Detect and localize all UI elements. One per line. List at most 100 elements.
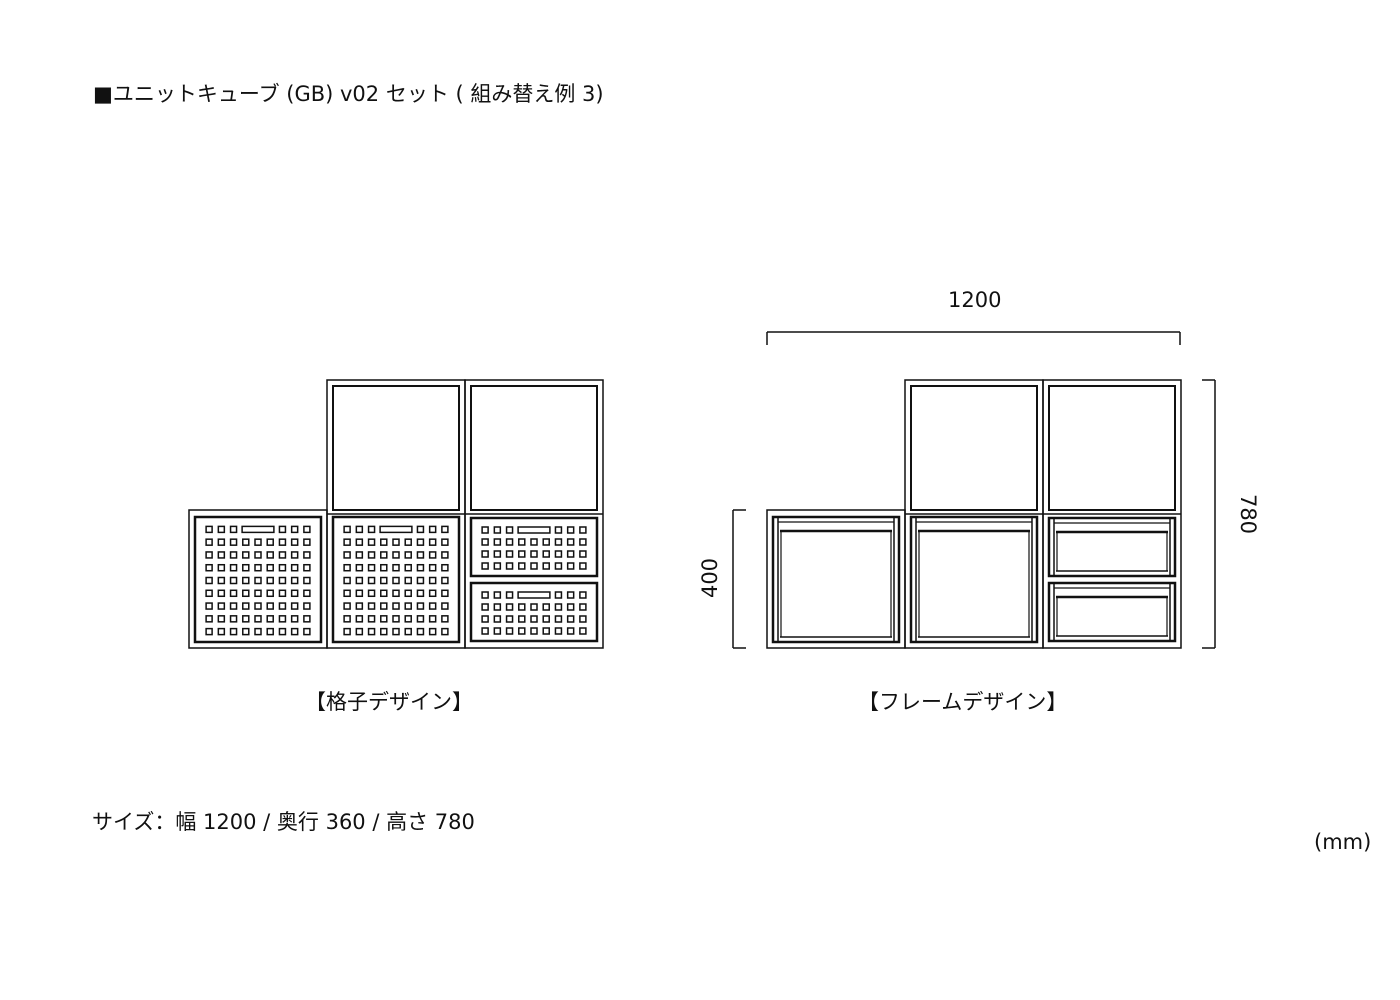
- lattice-hole: [428, 563, 437, 572]
- lattice-hole: [254, 551, 262, 559]
- drawer-handle-slot: [517, 591, 551, 599]
- lattice-hole: [428, 589, 437, 598]
- lattice-hole: [416, 627, 425, 636]
- lattice-hole: [229, 525, 238, 534]
- lattice-hole: [392, 627, 400, 636]
- lattice-hole: [428, 602, 437, 610]
- lattice-hole: [266, 589, 274, 598]
- lattice-hole: [416, 551, 425, 559]
- lattice-hole: [416, 589, 425, 598]
- lattice-hole: [505, 603, 514, 611]
- lattice-hole: [542, 603, 550, 611]
- lattice-hole: [505, 591, 514, 599]
- lattice-hole: [367, 576, 376, 585]
- lattice-hole: [518, 627, 526, 635]
- lattice-hole: [290, 576, 299, 585]
- lattice-hole: [290, 589, 299, 598]
- lattice-hole: [554, 615, 563, 623]
- lattice-hole: [303, 563, 311, 572]
- lattice-hole: [266, 602, 274, 610]
- lattice-hole: [217, 525, 226, 534]
- lattice-hole: [290, 563, 299, 572]
- lattice-hole: [242, 602, 250, 610]
- lattice-hole: [205, 576, 213, 585]
- lattice-hole: [290, 551, 299, 559]
- lattice-hole: [428, 538, 437, 546]
- lattice-hole: [343, 538, 351, 546]
- lattice-drawer-panel: [469, 516, 599, 578]
- lattice-hole: [266, 563, 274, 572]
- lattice-hole: [505, 526, 514, 534]
- lattice-hole: [367, 551, 376, 559]
- lattice-hole: [579, 615, 587, 623]
- lattice-hole: [566, 627, 575, 635]
- lattice-hole: [481, 615, 489, 623]
- lattice-hole: [392, 563, 400, 572]
- lattice-hole: [355, 525, 364, 534]
- caption-frame-design: 【フレームデザイン】: [858, 690, 1068, 714]
- lattice-hole: [566, 603, 575, 611]
- lattice-hole: [205, 615, 213, 623]
- lattice-hole: [428, 551, 437, 559]
- lattice-hole: [493, 627, 502, 635]
- lattice-hole: [505, 562, 514, 570]
- lattice-hole: [441, 576, 449, 585]
- lattice-hole: [303, 525, 311, 534]
- lattice-hole: [428, 576, 437, 585]
- lattice-hole: [242, 563, 250, 572]
- lattice-hole: [404, 589, 412, 598]
- lattice-hole: [579, 562, 587, 570]
- lattice-hole: [290, 627, 299, 636]
- lattice-hole: [229, 589, 238, 598]
- lattice-hole: [505, 627, 514, 635]
- lattice-hole: [217, 576, 226, 585]
- lattice-hole: [242, 615, 250, 623]
- lattice-hole: [554, 562, 563, 570]
- lattice-hole: [290, 538, 299, 546]
- lattice-hole: [355, 576, 364, 585]
- lattice-hole: [554, 627, 563, 635]
- lattice-hole: [380, 563, 388, 572]
- lattice-hole: [278, 538, 287, 546]
- lattice-hole: [441, 615, 449, 623]
- lattice-hole: [392, 576, 400, 585]
- lattice-hole: [355, 563, 364, 572]
- lattice-hole: [205, 627, 213, 636]
- lattice-hole: [217, 602, 226, 610]
- open-cube-opening: [332, 385, 460, 511]
- lattice-hole: [355, 589, 364, 598]
- lattice-hole: [380, 589, 388, 598]
- lattice-hole: [493, 615, 502, 623]
- lattice-hole: [380, 538, 388, 546]
- lattice-hole: [217, 551, 226, 559]
- lattice-hole: [481, 538, 489, 546]
- lattice-hole: [205, 563, 213, 572]
- open-cube-opening: [1048, 385, 1176, 511]
- dimension-total-height-label: 780: [1236, 493, 1261, 535]
- lattice-hole: [542, 550, 550, 558]
- lattice-hole: [343, 525, 351, 534]
- lattice-hole: [542, 615, 550, 623]
- lattice-hole: [254, 602, 262, 610]
- lattice-hole: [481, 627, 489, 635]
- lattice-hole: [242, 627, 250, 636]
- lattice-hole: [278, 602, 287, 610]
- lattice-hole: [343, 576, 351, 585]
- lattice-hole: [505, 550, 514, 558]
- lattice-hole: [303, 538, 311, 546]
- lattice-hole: [229, 615, 238, 623]
- lattice-hole: [554, 603, 563, 611]
- lattice-hole: [266, 538, 274, 546]
- page-title: ■ユニットキューブ (GB) v02 セット ( 組み替え例 3): [93, 82, 604, 106]
- lattice-hole: [428, 525, 437, 534]
- lattice-hole: [428, 627, 437, 636]
- lattice-hole: [579, 538, 587, 546]
- lattice-hole: [278, 563, 287, 572]
- lattice-drawer-panel: [469, 581, 599, 643]
- lattice-hole: [303, 602, 311, 610]
- lattice-hole: [566, 526, 575, 534]
- open-cube-opening: [470, 385, 598, 511]
- lattice-hole: [205, 602, 213, 610]
- lattice-hole: [290, 525, 299, 534]
- lattice-hole: [254, 627, 262, 636]
